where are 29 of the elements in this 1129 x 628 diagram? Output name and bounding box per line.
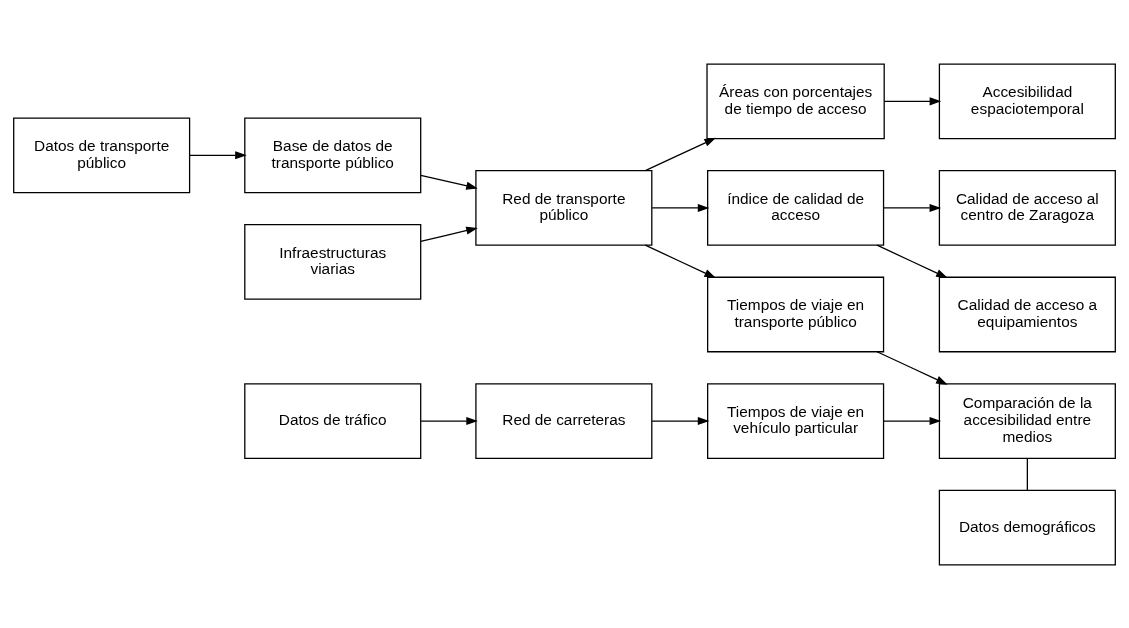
arrow bbox=[420, 174, 478, 190]
arrow bbox=[420, 226, 478, 242]
node-box: Comparación de la accesibilidad entre medios bbox=[938, 382, 1116, 459]
arrow bbox=[189, 150, 247, 159]
node-box: Base de datos de transporte público bbox=[244, 116, 422, 193]
arrow bbox=[644, 137, 716, 171]
node-box: Calidad de acceso al centro de Zaragoza bbox=[938, 169, 1116, 246]
arrow bbox=[876, 350, 948, 385]
arrow bbox=[883, 96, 942, 105]
arrow bbox=[883, 203, 942, 212]
arrow bbox=[883, 416, 942, 425]
node-box: Áreas con porcentajes de tiempo de acceso bbox=[706, 63, 885, 139]
arrow bbox=[644, 244, 716, 278]
node-box: Tiempos de viaje en vehículo particular bbox=[707, 382, 885, 459]
node-box: Datos demográficos bbox=[938, 489, 1116, 565]
arrow bbox=[876, 244, 948, 278]
node-box: Tiempos de viaje en transporte público bbox=[707, 276, 885, 352]
connector bbox=[1026, 457, 1028, 491]
arrow bbox=[651, 203, 710, 212]
node-box: Datos de tráfico bbox=[244, 382, 422, 459]
node-box: Infraestructuras viarias bbox=[244, 223, 422, 300]
node-box: Calidad de acceso a equipamientos bbox=[938, 276, 1116, 352]
node-box: Accesibilidad espaciotemporal bbox=[938, 63, 1116, 139]
arrow bbox=[420, 416, 478, 425]
arrow bbox=[651, 416, 710, 425]
node-box: Datos de transporte público bbox=[13, 116, 191, 193]
node-box: Red de carreteras bbox=[475, 382, 653, 459]
node-box: Red de transporte público bbox=[475, 169, 653, 246]
node-box: índice de calidad de acceso bbox=[707, 169, 885, 246]
